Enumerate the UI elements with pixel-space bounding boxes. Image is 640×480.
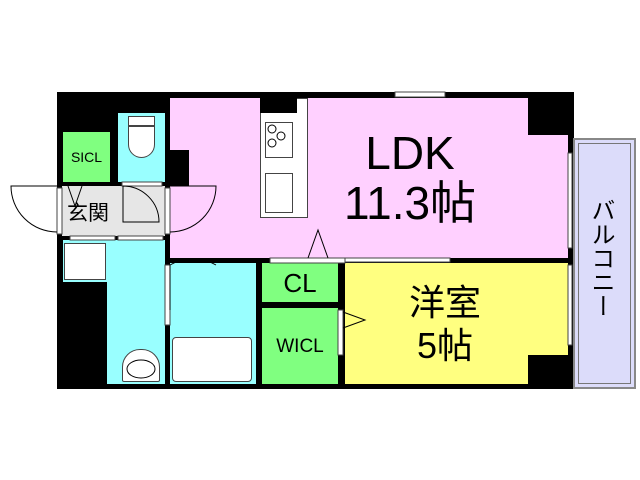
- western-label: 洋室: [408, 282, 481, 323]
- entrance-label: 玄関: [67, 202, 109, 225]
- ldk-label: LDK: [365, 127, 455, 179]
- ldk-wall-block: [170, 150, 189, 186]
- sicl: [63, 132, 110, 182]
- western-size: 5帖: [416, 325, 474, 366]
- sicl-label: SICL: [70, 149, 103, 165]
- toilet-tank: [128, 116, 155, 126]
- ldk-size: 11.3帖: [343, 177, 477, 229]
- wicl-label: WICL: [276, 336, 324, 357]
- wicl: [262, 308, 338, 384]
- sink: [265, 173, 293, 213]
- balcony-inner-rail: [578, 143, 631, 384]
- balcony: [573, 138, 636, 389]
- washing-machine: [64, 243, 106, 280]
- balcony-label: バルコニー: [587, 198, 614, 318]
- bathtub: [172, 337, 252, 382]
- ldk-room: [170, 98, 568, 258]
- western-pillar: [528, 355, 568, 388]
- kitchen-hood: [260, 98, 297, 113]
- cl: [262, 263, 338, 302]
- cl-label: CL: [283, 268, 317, 298]
- ldk-pillar: [528, 98, 568, 135]
- toilet-bowl: [128, 126, 155, 158]
